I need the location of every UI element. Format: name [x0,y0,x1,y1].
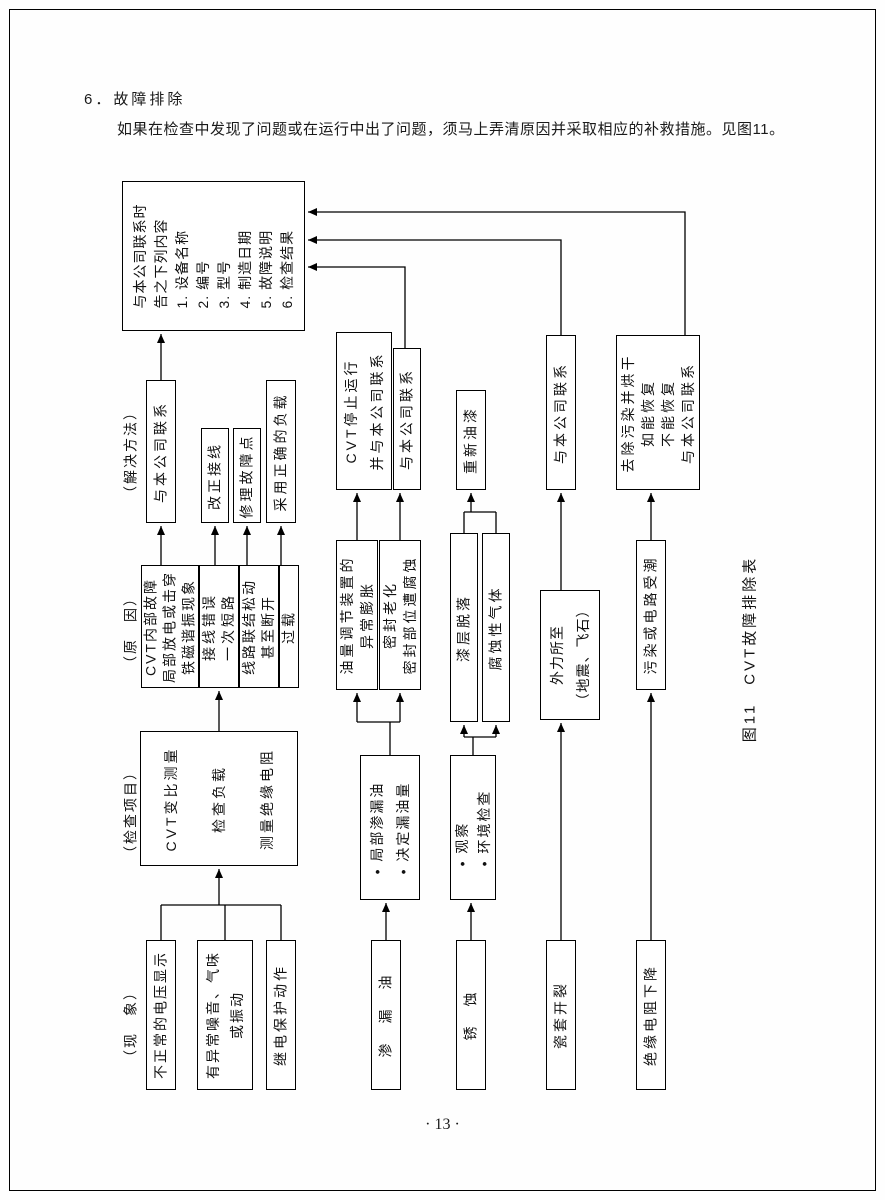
cause-box-corrosive-gas: 腐蚀性气体 [482,533,510,722]
inspection-box-observe-environment: • 观察 • 环境检查 [450,755,496,900]
cause-box-overload: 过载 [279,565,299,688]
solution-box-contact-company-3: 与本公司联系 [546,335,576,490]
inspection-box-oil-leak: • 局部渗漏油 • 决定漏油量 [360,755,420,900]
inspection-box-ratio-load-resistance: CVT变比测量 检查负载 测量绝缘电阻 [140,731,298,866]
solution-box-clean-dry: 去除污染并烘干 如能恢复 不能恢复 与本公司联系 [616,335,700,490]
solution-box-correct-load: 采用正确的负载 [266,380,296,523]
row-label-phenomena: （现 象） [122,984,139,1064]
cause-box-seal-aging: 密封老化 密封部位遭腐蚀 [379,540,421,690]
phenomenon-box-oil-leak: 渗 漏 油 [371,940,401,1090]
solution-box-repaint: 重新油漆 [456,390,486,490]
cause-box-paint-peeling: 漆层脱落 [450,533,478,722]
phenomenon-box-abnormal-noise: 有异常噪音、气味 或振动 [197,940,253,1090]
row-label-solutions: （解决方法） [122,404,139,500]
solution-box-repair-fault: 修理故障点 [233,428,261,523]
section-heading: 6．故障排除 [84,91,186,108]
cause-box-internal-fault: CVT内部故障 局部放电或击穿 铁磁谐振现象 [141,565,199,688]
solution-box-stop-cvt: CVT停止运行 并与本公司联系 [336,332,392,490]
contact-info-box: 与本公司联系时 告之下列内容 1. 设备名称 2. 编号 3. 型号 4. 制造… [122,181,305,331]
phenomenon-box-insulation-drop: 绝缘电阻下降 [636,940,666,1090]
cause-box-loose-connection: 线路联结松动 甚至断开 [239,565,279,688]
solution-box-contact-company-1: 与本公司联系 [146,380,176,523]
page-border [9,9,876,1191]
solution-box-correct-wiring: 改正接线 [201,428,229,523]
intro-paragraph: 如果在检查中发现了问题或在运行中出了问题，须马上弄清原因并采取相应的补救措施。见… [117,121,785,138]
phenomenon-box-rust: 锈 蚀 [456,940,486,1090]
cause-box-oil-expansion: 油量调节装置的 异常膨胀 [336,540,378,690]
phenomenon-box-porcelain-crack: 瓷套开裂 [546,940,576,1090]
cause-box-external-force: 外力所至 （地震、飞石） [540,590,600,720]
cause-box-wiring-error: 接线错误 一次短路 [199,565,239,688]
phenomenon-box-relay-protection: 继电保护动作 [266,940,296,1090]
page-number: · 13 · [425,1116,460,1133]
phenomenon-box-abnormal-voltage: 不正常的电压显示 [146,940,176,1090]
figure-caption: 图11 CVT故障排除表 [741,555,759,742]
solution-box-contact-company-2: 与本公司联系 [393,348,421,490]
cause-box-contamination: 污染或电路受潮 [636,540,666,690]
